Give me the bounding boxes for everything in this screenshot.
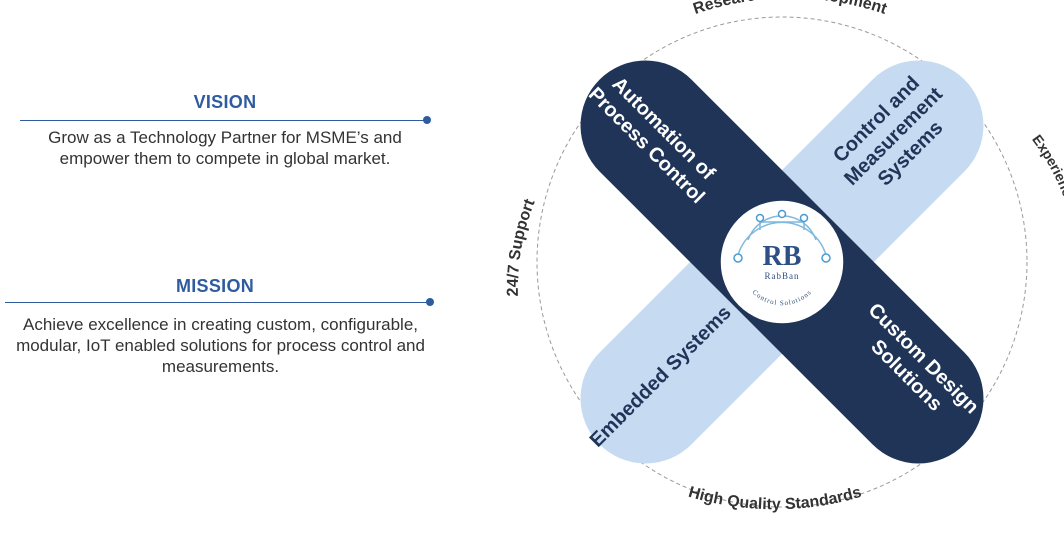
logo-name: RabBan: [765, 271, 800, 281]
rabban-logo: RB RabBan Control Solutions: [719, 199, 845, 325]
ring-label-right: Experience & Technical Knowhow: [1029, 132, 1064, 358]
vision-title: VISION: [193, 92, 257, 112]
vision-divider: [20, 120, 426, 121]
vision-text: Grow as a Technology Partner for MSME’s …: [48, 128, 402, 168]
mission-divider-dot: [426, 298, 434, 306]
mission-text: Achieve excellence in creating custom, c…: [16, 315, 425, 376]
ring-label-top: Research & Development: [691, 0, 889, 18]
ring-label-bottom: High Quality Standards: [687, 484, 864, 513]
ring-label-left: 24/7 Support: [505, 196, 539, 296]
outer-ring: [536, 16, 1028, 508]
logo-initials: RB: [763, 241, 802, 272]
mission-divider: [5, 302, 429, 303]
vision-divider-dot: [423, 116, 431, 124]
mission-title: MISSION: [175, 276, 255, 296]
